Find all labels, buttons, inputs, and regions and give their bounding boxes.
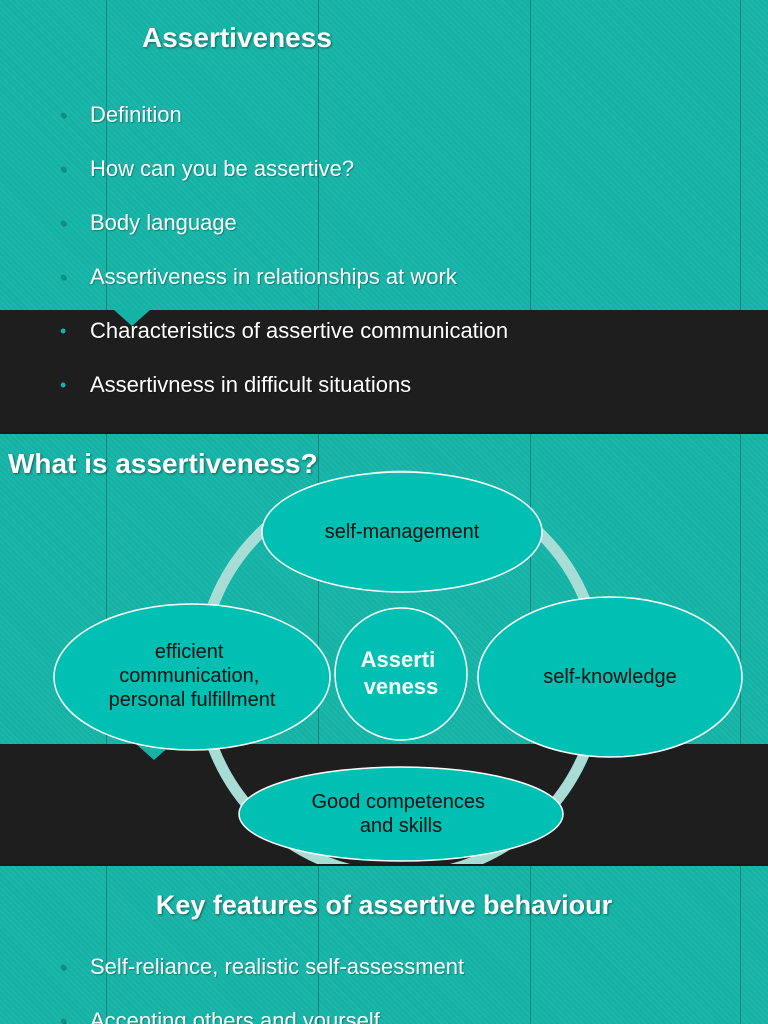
dark-band [0,310,768,432]
list-item: •Assertivness in difficult situations [60,370,508,424]
node-label-line: Good competences [312,791,485,813]
bullet-icon: • [60,375,67,395]
slide-title: What is assertiveness? [8,448,318,479]
node-label-line: personal fulfillment [109,689,276,711]
list-item: •Body language [60,208,508,262]
slide-title: Assertiveness [142,22,332,53]
bullet-icon: • [60,267,67,287]
center-node [334,607,468,741]
list-item: •Accepting others and yourself [60,1006,464,1024]
slide-what-is-assertiveness: What is assertiveness? self-management s… [0,434,768,864]
guide-line [530,866,531,1024]
node-label: efficient communication, personal fulfil… [109,641,276,711]
node-label-line: efficient [155,641,224,663]
guide-line [530,0,531,432]
bullet-icon: • [60,957,67,977]
bullet-icon: • [60,321,67,341]
guide-line [740,866,741,1024]
list-item: •How can you be assertive? [60,154,508,208]
list-item: •Definition [60,100,508,154]
node-label-line: and skills [360,815,442,837]
agenda-list: •Definition •How can you be assertive? •… [60,100,508,424]
guide-line [740,0,741,432]
center-label-line: veness [364,674,439,699]
bullet-icon: • [60,213,67,233]
guide-line [318,0,319,432]
node-label: self-knowledge [543,666,676,688]
node-self-knowledge [477,596,743,758]
features-list: •Self-reliance, realistic self-assessmen… [60,952,464,1024]
assertiveness-cycle-diagram: self-management self-knowledge efficient… [53,470,743,864]
node-label: self-management [325,521,480,543]
node-efficient-communication [53,603,331,751]
band-notch [114,310,150,326]
list-item: •Assertiveness in relationships at work [60,262,508,316]
node-label-line: communication, [119,665,259,687]
bullet-icon: • [60,159,67,179]
bullet-icon: • [60,105,67,125]
node-good-competences [238,766,564,862]
guide-line [318,866,319,1024]
slide-key-features: Key features of assertive behaviour •Sel… [0,866,768,1024]
node-self-management [261,471,543,593]
list-item: •Self-reliance, realistic self-assessmen… [60,952,464,1006]
guide-line [106,866,107,1024]
list-item: •Characteristics of assertive communicat… [60,316,508,370]
guide-line [740,434,741,864]
bullet-icon: • [60,1011,67,1024]
slide-title: Key features of assertive behaviour [155,890,613,920]
guide-line [106,0,107,432]
node-label: Good competences and skills [312,791,491,837]
slide-assertiveness-agenda: Assertiveness •Definition •How can you b… [0,0,768,432]
center-label-line: Asserti [361,647,436,672]
center-label: Asserti veness [361,647,442,699]
